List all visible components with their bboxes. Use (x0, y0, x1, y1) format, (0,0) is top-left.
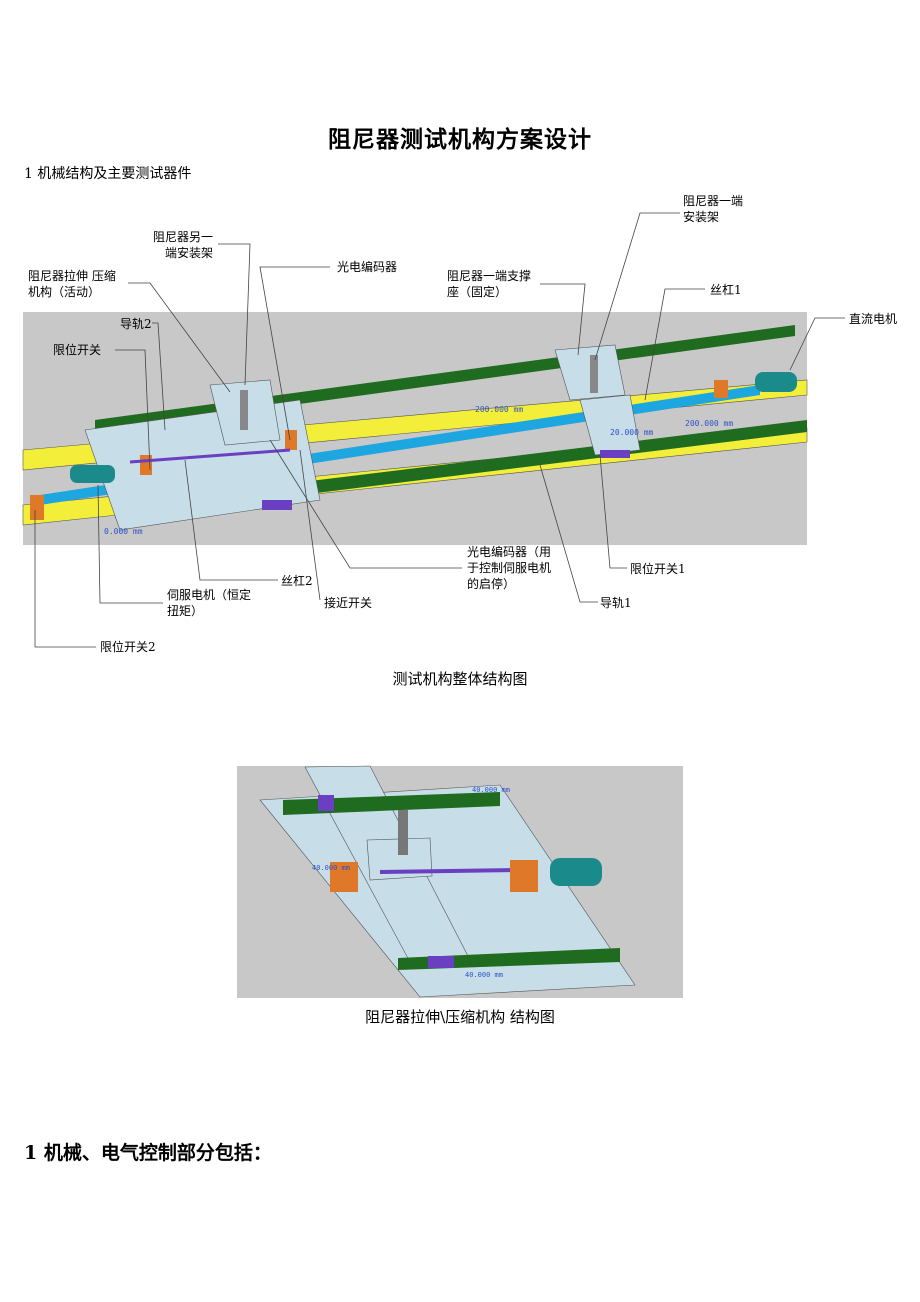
motor-body (550, 858, 602, 886)
figure1-caption: 测试机构整体结构图 (392, 670, 528, 688)
dimension-label-1: 200.000 mm (475, 405, 523, 414)
page-title: 阻尼器测试机构方案设计 (328, 126, 592, 153)
callout-damper-stretch-compress-mechanism: 阻尼器拉伸 压缩机构（活动） (28, 269, 116, 299)
callout-lead-screw-1: 丝杠1 (710, 283, 742, 297)
mount-post (398, 810, 408, 855)
slider-block (262, 500, 292, 510)
dim2-label-2: 40.000 mm (312, 864, 350, 872)
callout-damper-one-end-support: 阻尼器一端支撑座（固定） (447, 269, 532, 299)
slider-purple-2 (428, 956, 454, 968)
fixed-slider-block (600, 450, 630, 458)
dc-motor-body (755, 372, 797, 392)
bearing-right (510, 860, 538, 892)
callout-damper-other-end-mount: 阻尼器另一端安装架 (153, 230, 214, 260)
bearing-left (330, 862, 358, 892)
dimension-label-4: 20.000 mm (610, 428, 654, 437)
callout-photoelectric-encoder: 光电编码器 (337, 260, 398, 274)
dimension-label-2: 200.000 mm (685, 419, 733, 428)
limit-switch-2-block (30, 495, 44, 520)
bearing-block-right (714, 380, 728, 398)
callout-photoelectric-encoder-servo: 光电编码器（用于控制伺服电机的启停） (467, 545, 552, 591)
callout-lead-screw-2: 丝杠2 (281, 574, 313, 588)
dimension-label-3: 0.000 mm (104, 527, 143, 536)
mount-post-other-end (240, 390, 248, 430)
callout-limit-switch: 限位开关 (53, 343, 102, 357)
servo-motor-body (70, 465, 115, 483)
section-heading-2: 1 机械、电气控制部分包括： (24, 1142, 272, 1164)
figure2-caption: 阻尼器拉伸\压缩机构 结构图 (365, 1008, 555, 1026)
slider-purple-1 (318, 795, 334, 811)
fixed-support-seat (579, 394, 641, 456)
callout-guide-rail-2: 导轨2 (120, 317, 152, 331)
damper-rod-2 (379, 868, 521, 874)
dim2-label-1: 40.000 mm (472, 786, 510, 794)
callout-limit-switch-2: 限位开关2 (100, 640, 156, 654)
mount-post-one-end (590, 355, 598, 393)
callout-dc-motor: 直流电机 (849, 312, 898, 326)
callout-leader-lines (34, 212, 845, 648)
damper-rod (129, 448, 291, 464)
callout-guide-rail-1: 导轨1 (600, 596, 632, 610)
limit-switch-block (285, 430, 297, 450)
section-heading-1: 1 机械结构及主要测试器件 (24, 166, 192, 182)
green-rail-upper (283, 792, 500, 815)
callout-limit-switch-1: 限位开关1 (630, 562, 686, 576)
callout-proximity-switch: 接近开关 (324, 596, 373, 610)
callout-damper-one-end-mount: 阻尼器一端安装架 (683, 194, 744, 224)
dim2-label-3: 40.000 mm (465, 971, 503, 979)
callout-servo-motor: 伺服电机（恒定扭矩） (167, 588, 252, 618)
